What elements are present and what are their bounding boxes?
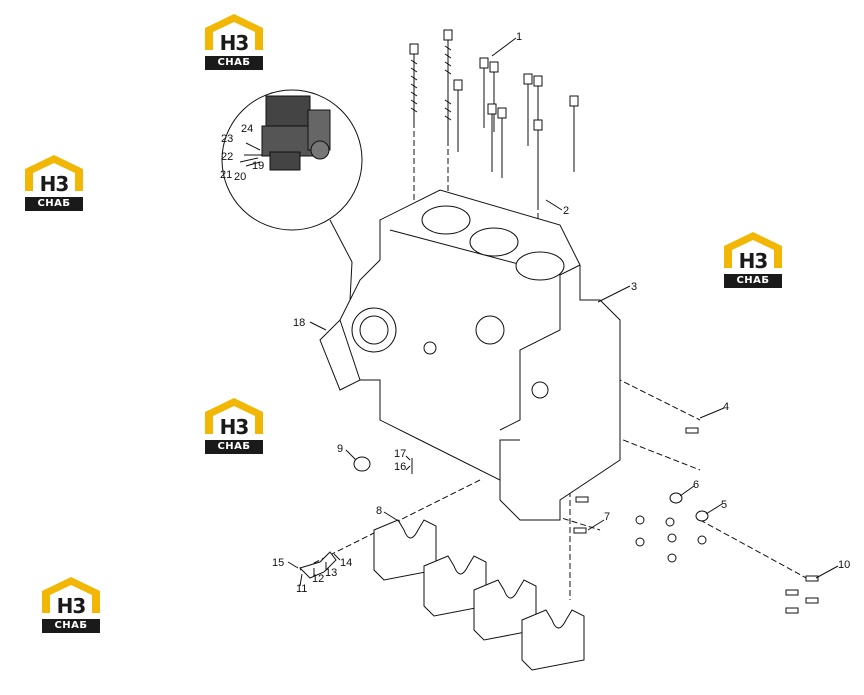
callout-20: 20 <box>234 171 246 183</box>
logo-mark: H3 <box>56 594 87 618</box>
callout-14: 14 <box>340 557 352 569</box>
watermark-logo: H3 CHAБ <box>203 12 265 72</box>
logo-word: CHAБ <box>42 619 100 633</box>
head-bolts <box>409 29 579 204</box>
watermark-logo: H3 CHAБ <box>40 575 102 635</box>
callout-4: 4 <box>723 401 729 413</box>
cylinder-block <box>319 189 621 521</box>
main-bearing-caps <box>373 519 585 671</box>
callout-6: 6 <box>693 479 699 491</box>
small-parts <box>299 427 819 614</box>
callout-2: 2 <box>563 205 569 217</box>
callout-11: 11 <box>296 583 307 595</box>
callout-8: 8 <box>376 505 382 517</box>
callout-18: 18 <box>293 317 305 329</box>
callout-19: 19 <box>252 160 264 172</box>
logo-word: CHAБ <box>205 440 263 454</box>
logo-mark: H3 <box>39 172 70 196</box>
callout-17: 17 <box>394 448 406 460</box>
detail-magnifier <box>221 89 363 301</box>
callout-21: 21 <box>220 169 232 181</box>
roof-icon <box>724 232 782 268</box>
logo-word: CHAБ <box>25 197 83 211</box>
logo-mark: H3 <box>738 249 769 273</box>
callout-3: 3 <box>631 281 637 293</box>
logo-mark: H3 <box>219 415 250 439</box>
callout-5: 5 <box>721 499 727 511</box>
roof-icon <box>205 14 263 50</box>
callout-22: 22 <box>221 151 233 163</box>
callout-24: 24 <box>241 123 253 135</box>
watermark-logo: H3 CHAБ <box>203 396 265 456</box>
leader-lines <box>287 37 839 587</box>
logo-word: CHAБ <box>724 274 782 288</box>
watermark-logo: H3 CHAБ <box>23 153 85 213</box>
callout-15: 15 <box>272 557 284 569</box>
watermark-logo: H3 CHAБ <box>722 230 784 290</box>
callout-numbers: 1 2 3 4 5 6 7 8 9 10 11 12 13 14 15 16 1… <box>220 31 850 595</box>
roof-icon <box>42 577 100 613</box>
callout-9: 9 <box>337 443 343 455</box>
logo-word: CHAБ <box>205 56 263 70</box>
roof-icon <box>25 155 83 191</box>
callout-7: 7 <box>604 511 610 523</box>
engine-thumbnail-icon <box>261 95 331 171</box>
roof-icon <box>205 398 263 434</box>
callout-10: 10 <box>838 559 850 571</box>
callout-23: 23 <box>221 133 233 145</box>
logo-mark: H3 <box>219 31 250 55</box>
callout-12: 12 <box>312 573 324 585</box>
callout-13: 13 <box>325 567 337 579</box>
callout-16: 16 <box>394 461 406 473</box>
callout-1: 1 <box>516 31 522 43</box>
